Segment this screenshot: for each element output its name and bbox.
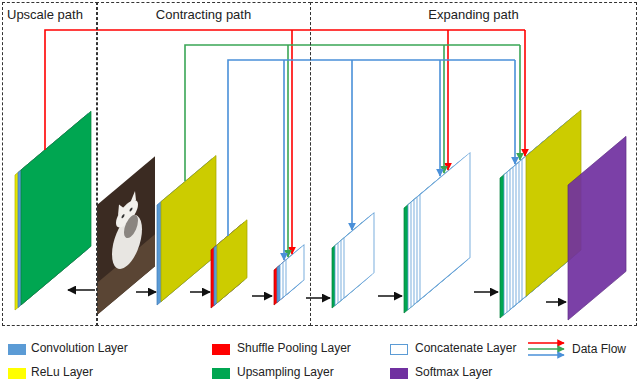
legend-label: Shuffle Pooling Layer [237,341,351,355]
skip-connections [45,30,525,260]
legend-arrow [528,348,564,350]
flow-arrow [136,291,156,293]
cat-eye [130,207,133,213]
softmax-block [568,136,626,320]
flow-arrow [378,295,402,297]
upsample-block [332,213,374,308]
cat-eye [122,213,125,219]
legend-swatch [212,344,230,355]
relu-layer [161,155,216,301]
region-box: Contracting path [96,2,311,326]
skip-line [443,45,445,173]
flow-arrow [546,301,566,303]
region-label: Expanding path [424,6,522,24]
skip-line [283,60,285,260]
concat-layer [420,153,470,300]
conv-block [211,220,247,308]
upsampling-layer [21,111,91,305]
softmax-layer [568,136,626,320]
legend-swatch [390,368,408,379]
legend-label: ReLu Layer [31,365,93,379]
flow-arrow [190,291,210,293]
skip-line [519,45,521,160]
legend-swatch [390,344,408,355]
legend-swatch [8,368,26,379]
image-background [97,156,155,315]
region-box: Expanding path [310,2,637,326]
region-label: Upscale path [3,6,87,24]
upscale-block [15,111,91,310]
skip-line [291,30,293,254]
legend-label: Convolution Layer [31,341,128,355]
flow-arrows [68,290,566,302]
flow-arrow [68,289,95,291]
cat-ears [118,190,136,215]
skip-line [439,60,441,176]
skip-line [45,30,525,150]
legend-arrow [528,342,564,344]
skip-line [351,60,353,230]
cat-patch [124,211,138,243]
skip-line [514,60,516,164]
flow-arrow [474,291,498,293]
skip-line [447,30,449,170]
region-label: Contracting path [152,6,255,24]
input-image [97,156,155,315]
upsample-block [404,153,470,313]
skip-line [287,45,289,257]
legend-swatch [212,368,230,379]
conv-block [157,155,216,305]
skip-line [524,30,526,156]
relu-layer [217,220,247,303]
legend-label: Concatenate Layer [415,341,516,355]
concat-layer [344,213,374,298]
region-box: Upscale path [2,2,98,326]
legend-arrow [528,354,564,356]
flow-arrow [252,295,272,297]
legend-flow-sample [528,343,564,355]
legend-swatch [8,344,26,355]
legend-label: Softmax Layer [415,365,492,379]
bottleneck-block [274,245,304,305]
skip-line [228,60,515,236]
legend-label: Data Flow [572,342,626,356]
legend-label: Upsampling Layer [237,365,334,379]
